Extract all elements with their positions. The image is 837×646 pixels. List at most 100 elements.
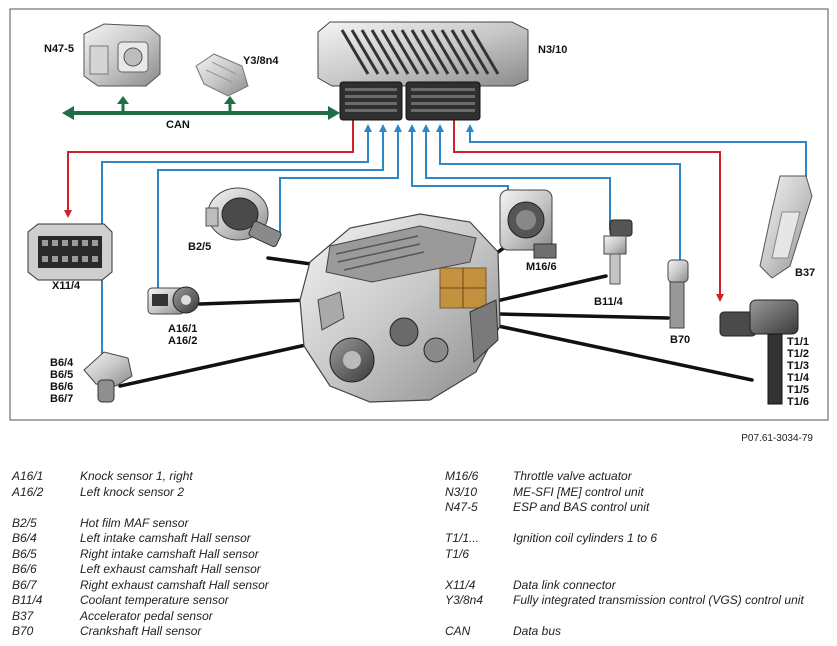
label-m16-6: M16/6 — [526, 261, 557, 273]
wire-from-b11-4 — [422, 124, 611, 230]
legend-spacer — [445, 562, 830, 578]
legend-spacer — [445, 516, 830, 532]
wire-to-t1 — [453, 120, 724, 302]
legend-description: Left exhaust camshaft Hall sensor — [80, 562, 261, 576]
wire-from-b2-5 — [279, 124, 402, 234]
wire-from-a16 — [157, 124, 387, 290]
label-t1-3: T1/3 — [787, 360, 810, 372]
label-b6-4: B6/4 — [50, 357, 74, 369]
n3-10-control-unit — [317, 21, 529, 121]
m16-6-throttle-actuator — [499, 189, 557, 259]
b37-accelerator-pedal — [759, 175, 813, 279]
legend-code: M16/6 — [445, 469, 479, 483]
label-t1-4: T1/4 — [787, 372, 810, 384]
legend-code: B70 — [12, 624, 34, 638]
label-a16-2: A16/2 — [168, 335, 198, 347]
legend-item: T1/6 — [445, 547, 830, 563]
engine-management-diagram — [9, 8, 829, 421]
legend-description: Knock sensor 1, right — [80, 469, 193, 483]
legend-code: T1/6 — [445, 546, 470, 561]
legend-description: Ignition coil cylinders 1 to 6 — [513, 531, 658, 545]
label-a16-1: A16/1 — [168, 323, 198, 335]
legend-item: B6/6 Left exhaust camshaft Hall sensor — [12, 562, 412, 578]
legend-item: B11/4 Coolant temperature sensor — [12, 593, 412, 609]
legend-code: B6/4 — [12, 531, 37, 545]
label-y3-8n4: Y3/8n4 — [243, 55, 279, 67]
legend-item: M16/6 Throttle valve actuator — [445, 469, 830, 485]
legend-description: Left knock sensor 2 — [80, 484, 185, 499]
legend-item: B2/5 Hot film MAF sensor — [12, 516, 412, 532]
legend-item: A16/1 Knock sensor 1, right — [12, 469, 412, 485]
output-signal-lines — [64, 120, 724, 302]
legend-code: N47-5 — [445, 500, 478, 514]
legend-description: Data link connector — [513, 577, 616, 592]
label-b70: B70 — [670, 334, 691, 346]
label-b2-5: B2/5 — [188, 241, 212, 253]
label-can: CAN — [166, 119, 190, 131]
legend-code: T1/1... — [445, 531, 480, 545]
legend-code: B6/7 — [12, 577, 37, 592]
legend-code: B6/5 — [12, 546, 37, 561]
a16-knock-sensor — [147, 286, 200, 315]
legend-description: Crankshaft Hall sensor — [80, 624, 202, 638]
wire-from-m16-6 — [408, 124, 509, 190]
legend-description: Right intake camshaft Hall sensor — [80, 546, 259, 561]
legend-code: Y3/8n4 — [445, 593, 484, 607]
legend-item: X11/4 Data link connector — [445, 578, 830, 594]
legend-item: B70 Crankshaft Hall sensor — [12, 624, 412, 640]
legend-code: B37 — [12, 608, 34, 623]
legend-description: Throttle valve actuator — [513, 469, 632, 483]
legend-item: B6/5 Right intake camshaft Hall sensor — [12, 547, 412, 563]
label-n3-10: N3/10 — [538, 44, 568, 56]
label-x11-4: X11/4 — [52, 280, 81, 292]
b11-4-coolant-sensor — [603, 219, 633, 285]
label-b6-5: B6/5 — [50, 369, 74, 381]
legend-spacer — [12, 500, 412, 516]
legend-item: CAN Data bus — [445, 624, 830, 640]
legend-code: X11/4 — [445, 577, 476, 592]
n47-5-esp-unit — [83, 23, 161, 87]
label-b6-6: B6/6 — [50, 381, 74, 393]
legend-item: N47-5 ESP and BAS control unit — [445, 500, 830, 516]
legend-code: A16/1 — [12, 469, 44, 483]
legend-item: B37 Accelerator pedal sensor — [12, 609, 412, 625]
legend-description: Hot film MAF sensor — [80, 515, 189, 530]
legend-description: Fully integrated transmission control (V… — [513, 593, 804, 607]
legend-description: Accelerator pedal sensor — [80, 608, 213, 623]
label-t1-2: T1/2 — [787, 348, 810, 360]
can-bus — [62, 96, 340, 120]
legend-item: T1/1... Ignition coil cylinders 1 to 6 — [445, 531, 830, 547]
legend-description: Data bus — [513, 624, 562, 638]
x11-4-connector — [27, 223, 113, 281]
legend-code: CAN — [445, 624, 471, 638]
wire-to-x11-4 — [64, 120, 354, 218]
label-t1-6: T1/6 — [787, 396, 810, 408]
legend-description: Left intake camshaft Hall sensor — [80, 531, 251, 545]
legend-code: N3/10 — [445, 484, 478, 499]
legend-code: A16/2 — [12, 484, 44, 499]
b2-5-maf-sensor — [205, 187, 282, 248]
label-b6-7: B6/7 — [50, 393, 74, 405]
legend-code: B6/6 — [12, 562, 37, 576]
b70-crankshaft-sensor — [667, 259, 689, 329]
y3-8n4-transmission-unit — [195, 53, 249, 97]
figure-reference: P07.61-3034-79 — [741, 433, 813, 444]
legend-description: ME-SFI [ME] control unit — [513, 484, 644, 499]
legend-code: B11/4 — [12, 593, 43, 607]
engine-illustration — [299, 213, 501, 403]
label-t1-1: T1/1 — [787, 336, 810, 348]
label-n47-5: N47-5 — [44, 43, 74, 55]
wire-from-b70 — [436, 124, 681, 262]
legend-description: ESP and BAS control unit — [513, 500, 650, 514]
legend-spacer — [445, 609, 830, 625]
legend-item: Y3/8n4 Fully integrated transmission cont… — [445, 593, 830, 609]
label-t1-5: T1/5 — [787, 384, 810, 396]
wire-from-b37 — [466, 124, 807, 178]
legend-code: B2/5 — [12, 515, 37, 530]
label-b11-4: B11/4 — [594, 296, 623, 308]
label-b37: B37 — [795, 267, 816, 279]
legend-description: Coolant temperature sensor — [80, 593, 229, 607]
legend-item: N3/10 ME-SFI [ME] control unit — [445, 485, 830, 501]
